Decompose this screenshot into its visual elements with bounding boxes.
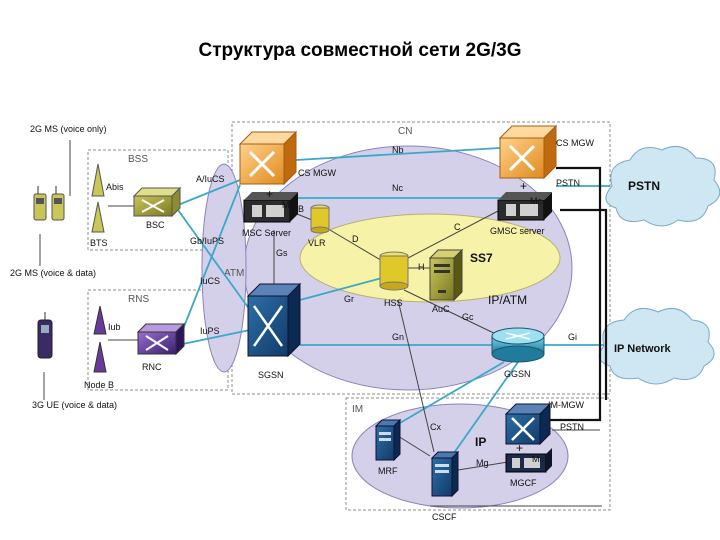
- ip-network-cloud-label: IP Network: [614, 343, 672, 355]
- link-hss-cscf: [397, 299, 435, 453]
- hss-node: [379, 251, 409, 291]
- auc-label: AuC: [432, 304, 450, 314]
- im-label: IM: [352, 404, 363, 415]
- gi-label: Gi: [568, 332, 577, 342]
- mg-label: Mg: [476, 458, 489, 468]
- sgsn-label: SGSN: [258, 370, 284, 380]
- ss7-label: SS7: [470, 251, 493, 265]
- link-rnc-sgsn: [177, 329, 251, 346]
- gmsc-server-node: +: [497, 179, 552, 221]
- vlr-label: VLR: [308, 238, 326, 248]
- mrf-label: MRF: [378, 466, 398, 476]
- link-bsc-sgsn: [177, 209, 251, 311]
- gn-label: Gn: [392, 332, 404, 342]
- cs-mgw-left-label: CS MGW: [298, 168, 337, 178]
- cscf-label: CSCF: [432, 512, 457, 522]
- plus-icon: +: [520, 179, 527, 193]
- bsc-node: [132, 186, 182, 218]
- link-mgw-ipnet-black: [560, 208, 608, 400]
- link-cscf-mgcf: [457, 461, 509, 471]
- ms-2g-voice-phones: [33, 186, 65, 221]
- ip-label: IP: [475, 435, 486, 449]
- im-box: [345, 397, 611, 511]
- plus-icon: +: [516, 441, 523, 455]
- b-label: B: [298, 204, 304, 214]
- c-label: C: [454, 222, 461, 232]
- node-b-antennas: [93, 305, 107, 373]
- link-vlr-hss: [329, 229, 385, 263]
- link-mgw-pstn-black: [548, 166, 602, 422]
- access-atm-ellipse: [201, 163, 247, 373]
- ip-atm-label: IP/ATM: [488, 293, 527, 307]
- d-label: D: [352, 234, 359, 244]
- iub-label: Iub: [108, 322, 121, 332]
- mc-right-label: Mc: [530, 196, 542, 206]
- rnc-label: RNC: [142, 362, 162, 372]
- iucs-label: IuCS: [200, 276, 220, 286]
- nc-label: Nc: [392, 183, 403, 193]
- im-mgw-label: IM-MGW: [548, 400, 584, 410]
- mrf-node: [374, 418, 402, 462]
- pstn-cloud-label: PSTN: [628, 179, 660, 193]
- mgcf-label: MGCF: [510, 478, 537, 488]
- abis-label: Abis: [106, 182, 124, 192]
- link-rnc-mgw: [177, 184, 241, 343]
- im-mgw-node: [504, 402, 552, 446]
- bts-label: BTS: [90, 238, 108, 248]
- bsc-label: BSC: [146, 220, 165, 230]
- auc-node: [428, 248, 464, 302]
- gr-label: Gr: [344, 294, 354, 304]
- bss-label: BSS: [128, 154, 148, 165]
- link-bsc-mgw: [177, 179, 241, 206]
- ip-network-cloud: IP Network: [598, 307, 715, 385]
- link-mrf-cscf: [397, 435, 431, 457]
- link-sgsn-hss: [299, 277, 383, 301]
- ms-2g-voice-label: 2G MS (voice only): [30, 124, 107, 134]
- msc-server-node: +: [243, 187, 298, 223]
- mgcf-node: +: [505, 441, 552, 473]
- pstn-cloud: PSTN: [605, 145, 720, 227]
- cs-mgw-left-node: [238, 130, 298, 186]
- ue-3g-phone: [37, 312, 53, 359]
- msc-server-label: MSC Server: [242, 228, 291, 238]
- ggsn-label: GGSN: [504, 369, 531, 379]
- vlr-node: [310, 204, 330, 234]
- page-title: Структура совместной сети 2G/3G: [198, 40, 522, 61]
- gmsc-server-label: GMSC server: [490, 226, 545, 236]
- rnc-node: [136, 322, 186, 356]
- cscf-node: [430, 450, 460, 498]
- iups-label: IuPS: [200, 326, 220, 336]
- link-mgw-nb: [295, 147, 501, 161]
- pstn-im-label: PSTN: [560, 422, 584, 432]
- atm-label: ATM: [224, 268, 244, 279]
- plus-icon: +: [266, 187, 273, 201]
- link-ggsn-mrf: [387, 361, 505, 431]
- cs-mgw-right-label: CS MGW: [556, 138, 595, 148]
- ue-3g-label: 3G UE (voice & data): [32, 400, 117, 410]
- nb-label: Nb: [392, 145, 404, 155]
- gb-iups-label: Gb/IuPS: [190, 236, 224, 246]
- gc-label: Gc: [462, 312, 474, 322]
- a-iucs-label: A/IuCS: [196, 174, 225, 184]
- ms-2g-voice-data-label: 2G MS (voice & data): [10, 268, 96, 278]
- h-label: H: [418, 262, 425, 272]
- hss-label: HSS: [384, 298, 403, 308]
- cx-label: Cx: [430, 422, 441, 432]
- pstn-right-label: PSTN: [556, 178, 580, 188]
- cn-label: CN: [398, 126, 412, 137]
- link-hss-ggsn: [403, 289, 501, 337]
- mc-mgcf-label: Mc: [532, 454, 544, 464]
- rns-label: RNS: [128, 294, 149, 305]
- bts-antennas: [91, 163, 105, 233]
- gs-label: Gs: [276, 248, 288, 258]
- sgsn-node: [246, 282, 302, 358]
- mc-left-label: Mc: [282, 200, 294, 210]
- ggsn-node: [491, 327, 545, 363]
- link-hss-gmsc: [407, 209, 501, 259]
- cs-mgw-right-node: [498, 124, 558, 180]
- node-b-label: Node B: [84, 380, 114, 390]
